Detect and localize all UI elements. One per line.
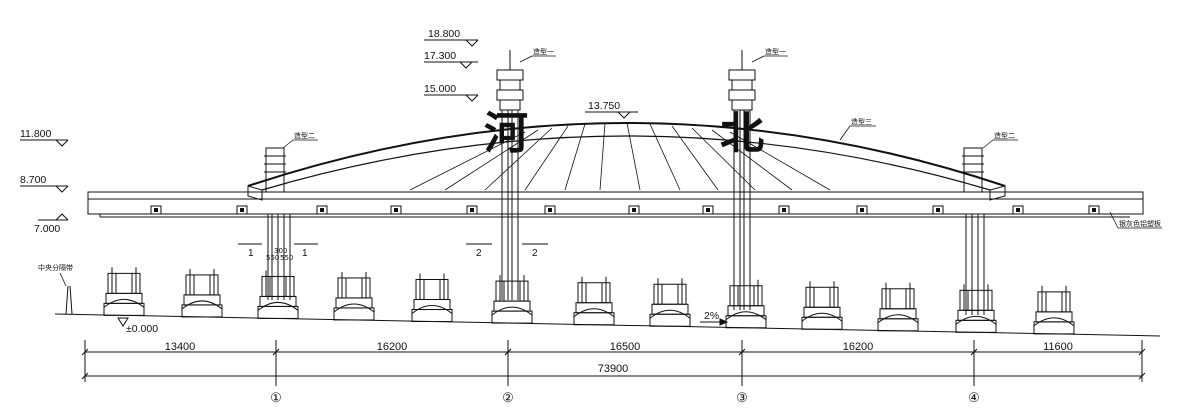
- canopy-light-core: [706, 208, 710, 212]
- toll-booth: [877, 282, 919, 332]
- canopy-light-core: [1092, 208, 1096, 212]
- total-span: 73900: [598, 363, 629, 375]
- toll-booth: [181, 268, 223, 318]
- canopy-lights: [150, 205, 1100, 215]
- note-tower-c: 造型一: [765, 47, 786, 56]
- levels-left: [20, 139, 69, 221]
- arch-ribs: [409, 122, 831, 191]
- canopy-light-core: [394, 208, 398, 212]
- canopy-light-core: [936, 208, 940, 212]
- canopy-light-core: [632, 208, 636, 212]
- level-17300: 17.300: [424, 50, 456, 62]
- arch-roof: [247, 122, 1006, 187]
- canopy-light-core: [1016, 208, 1020, 212]
- arch-roof-edge: [247, 185, 263, 201]
- canopy-light-core: [860, 208, 864, 212]
- section-2-left: 2: [476, 248, 482, 259]
- span-1: 13400: [165, 341, 196, 353]
- sign-char-bei: 北: [720, 108, 764, 159]
- canopy-light-core: [548, 208, 552, 212]
- small-dim-550-a: 550: [266, 254, 279, 262]
- canopy-light-core: [240, 208, 244, 212]
- level-15000: 15.000: [424, 83, 456, 95]
- level-18800: 18.800: [428, 28, 460, 40]
- note-tower-d: 造型二: [994, 131, 1015, 140]
- towers: [264, 50, 985, 315]
- section-2-right: 2: [532, 248, 538, 259]
- section-1-right: 1: [302, 248, 308, 259]
- sign-char-he: 河: [484, 108, 528, 159]
- toll-booth: [801, 281, 843, 330]
- axis-marker-2: ②: [502, 390, 514, 405]
- toll-booth: [649, 278, 691, 327]
- arch-roof-inner: [261, 135, 991, 191]
- level-7000: 7.000: [34, 223, 60, 235]
- tower-b: [496, 50, 524, 300]
- slope-label: 2%: [704, 310, 719, 322]
- canopy-light-core: [470, 208, 474, 212]
- axis-marker-3: ③: [736, 390, 748, 405]
- arch-roof-edge-r: [989, 185, 1006, 201]
- note-tower-a: 造型二: [294, 131, 315, 140]
- toll-booths: [103, 267, 1075, 335]
- toll-booth: [333, 271, 375, 321]
- note-tower-b: 造型一: [533, 47, 554, 56]
- canopy-light-core: [782, 208, 786, 212]
- span-2: 16200: [377, 341, 408, 353]
- tower-a: [264, 147, 291, 300]
- level-11800: 11.800: [20, 128, 51, 140]
- toll-booth: [411, 273, 453, 323]
- ground-level-label: ±0.000: [126, 323, 158, 335]
- toll-booth: [257, 270, 299, 319]
- section-1-left: 1: [248, 248, 254, 259]
- small-dim-550-b: 550: [280, 254, 293, 262]
- dimension-lines: [81, 340, 1146, 386]
- canopy-light-core: [154, 208, 158, 212]
- axis-marker-1: ①: [270, 390, 282, 405]
- level-roof: 13.750: [588, 100, 620, 112]
- toll-booth: [103, 267, 145, 316]
- small-dim-300: 300: [274, 247, 287, 255]
- toll-booth: [1033, 285, 1075, 335]
- note-median: 中央分隔带: [38, 263, 73, 272]
- tower-c: [728, 50, 756, 310]
- span-5: 11600: [1043, 341, 1073, 353]
- axis-marker-4: ④: [968, 390, 980, 405]
- ground: [54, 285, 1161, 337]
- note-canopy-edge: 银灰色铝塑板: [1119, 219, 1161, 228]
- canopy-beam: [87, 191, 1144, 215]
- toll-booth: [955, 284, 997, 333]
- span-3: 16500: [610, 341, 641, 353]
- level-8700: 8.700: [20, 174, 46, 186]
- toll-booth: [725, 279, 767, 329]
- span-4: 16200: [843, 341, 874, 353]
- note-leaders: [59, 55, 1162, 287]
- toll-booth: [573, 276, 615, 326]
- canopy-light-core: [320, 208, 324, 212]
- note-arch: 造型三: [851, 117, 872, 126]
- levels-tower: [424, 39, 638, 119]
